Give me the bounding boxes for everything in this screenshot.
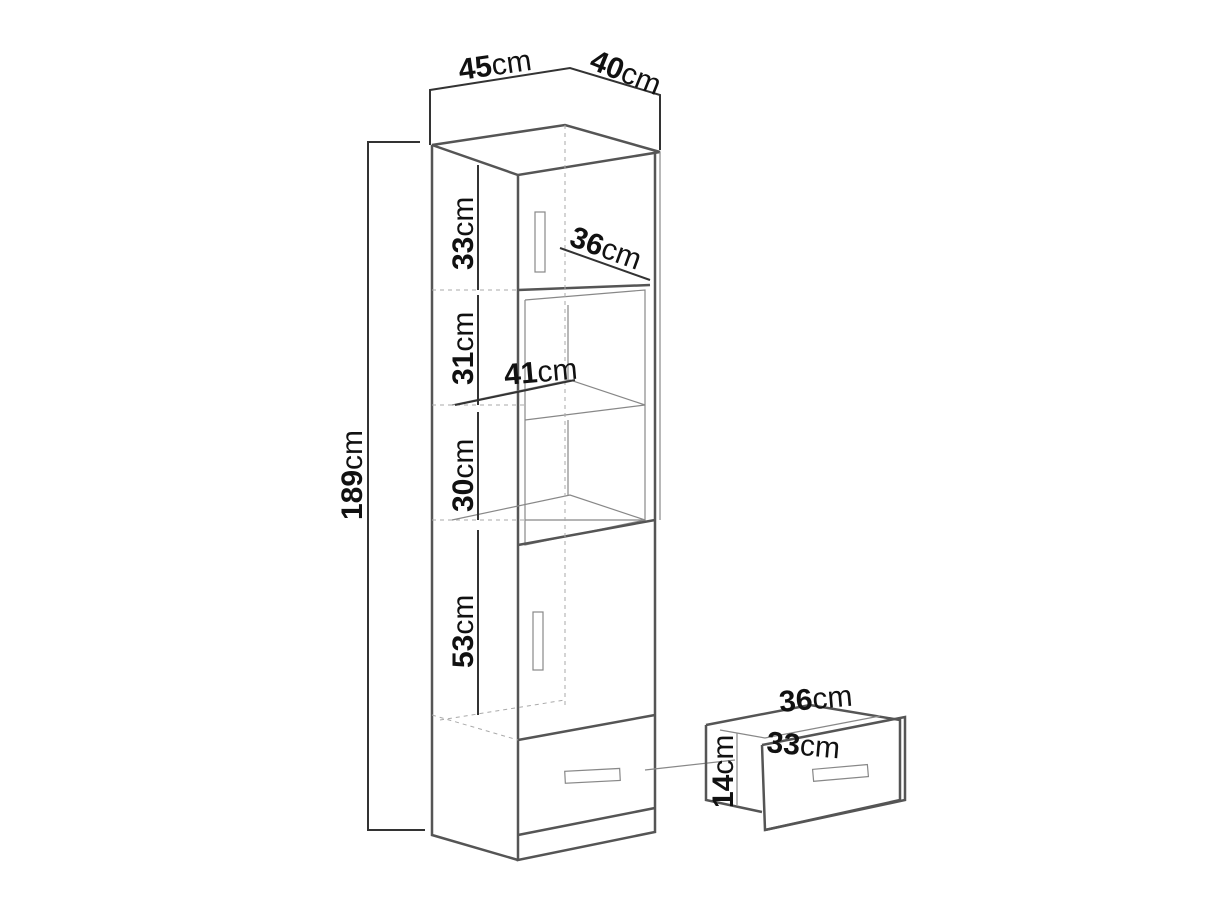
drawer-width-label: 33cm	[765, 726, 841, 765]
lower-shelf	[451, 494, 646, 521]
cabinet-front	[516, 152, 657, 862]
hidden-line	[431, 714, 519, 741]
top-door-handle	[534, 211, 546, 273]
bottom-compartment-label: 53cm	[447, 595, 480, 668]
dimension-line	[559, 247, 651, 281]
dimension-line	[454, 379, 576, 406]
drawer-leader-line	[644, 759, 736, 771]
drawer-front	[761, 715, 907, 832]
hidden-line	[439, 699, 566, 721]
plinth-edge	[517, 806, 656, 837]
dimension-lines	[367, 66, 661, 831]
depth-label: 40cm	[585, 44, 665, 102]
cabinet-drawing	[430, 123, 736, 862]
drawer-detail-handle	[811, 763, 870, 782]
lower-open-label: 30cm	[447, 439, 480, 512]
top-dimension-line	[429, 66, 661, 150]
lower-door-handle	[532, 611, 544, 671]
drawer-handle	[564, 767, 621, 784]
top-door-edge	[517, 283, 651, 292]
inner-depth-label: 36cm	[566, 221, 646, 277]
height-dimension-line	[367, 141, 425, 831]
upper-open-label: 31cm	[447, 312, 480, 385]
cabinet-top	[431, 123, 661, 177]
drawer-height-label: 14cm	[707, 735, 740, 808]
cabinet-side	[430, 145, 519, 862]
top-compartment-label: 33cm	[447, 197, 480, 270]
lower-door-edge	[517, 518, 656, 547]
height-label: 189cm	[336, 430, 369, 520]
width-label: 45cm	[456, 44, 533, 87]
drawer-inner-edge	[719, 715, 881, 739]
drawer-depth-label: 36cm	[778, 680, 854, 719]
drawer-side	[704, 725, 763, 814]
drawer-box	[705, 703, 902, 832]
drawer-detail	[704, 703, 907, 832]
drawer-top-edge	[517, 713, 656, 742]
inner-width-label: 41cm	[503, 353, 579, 392]
